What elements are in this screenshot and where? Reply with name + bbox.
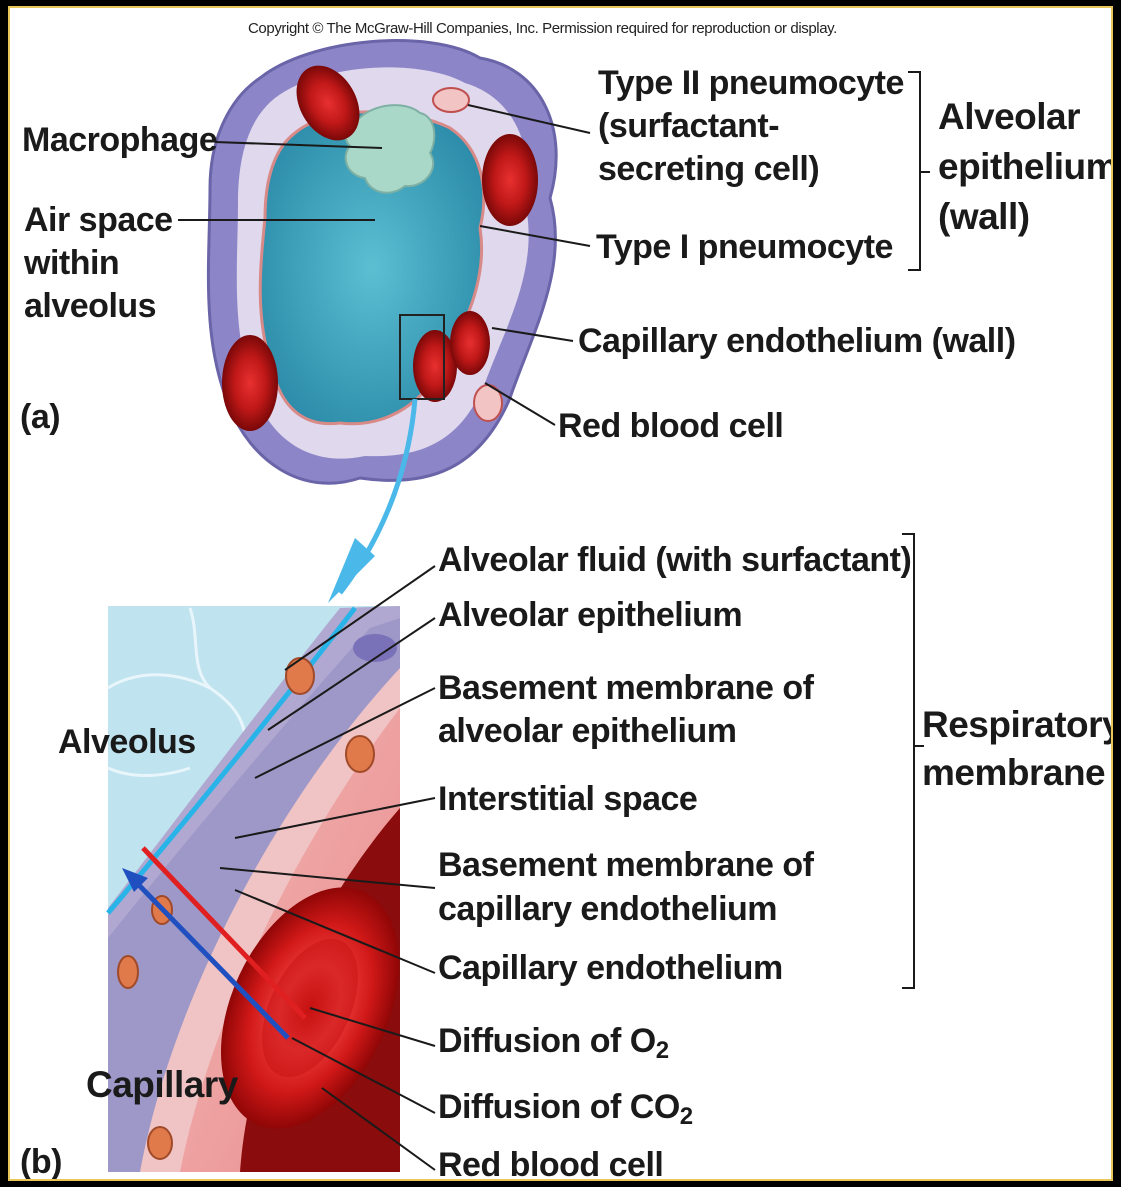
label-alveolar-group-1: Alveolar xyxy=(938,98,1080,135)
label-alveolar-group-3: (wall) xyxy=(938,198,1030,235)
label-alveolar-epithelium: Alveolar epithelium xyxy=(438,598,742,632)
label-bm-epi-1: Basement membrane of xyxy=(438,671,813,705)
label-type2-1: Type II pneumocyte xyxy=(598,66,904,100)
label-bm-epi-2: alveolar epithelium xyxy=(438,714,737,748)
label-bm-cap-2: capillary endothelium xyxy=(438,892,777,926)
label-type1: Type I pneumocyte xyxy=(596,230,893,264)
label-air-space-3: alveolus xyxy=(24,289,156,323)
panel-a-letter: (a) xyxy=(20,400,60,434)
label-capillary: Capillary xyxy=(86,1066,238,1103)
panel-b-letter: (b) xyxy=(20,1145,62,1179)
label-air-space-2: within xyxy=(24,246,119,280)
label-alveolar-group-2: epithelium xyxy=(938,148,1113,185)
label-capillary-endothelium: Capillary endothelium xyxy=(438,951,783,985)
label-respiratory-1: Respiratory xyxy=(922,706,1113,743)
label-diffusion-co2: Diffusion of CO2 xyxy=(438,1090,693,1129)
label-respiratory-2: membrane xyxy=(922,754,1105,791)
label-type2-2: (surfactant- xyxy=(598,109,779,143)
label-alveolar-fluid: Alveolar fluid (with surfactant) xyxy=(438,543,911,577)
label-capillary-endothelium-wall: Capillary endothelium (wall) xyxy=(578,324,1016,358)
label-type2-3: secreting cell) xyxy=(598,152,819,186)
label-air-space-1: Air space xyxy=(24,203,173,237)
label-macrophage: Macrophage xyxy=(22,123,217,157)
label-diffusion-o2: Diffusion of O2 xyxy=(438,1024,669,1063)
label-bm-cap-1: Basement membrane of xyxy=(438,848,813,882)
label-alveolus: Alveolus xyxy=(58,725,196,759)
respiratory-membrane-bracket xyxy=(902,534,924,988)
label-red-blood-cell-b: Red blood cell xyxy=(438,1148,663,1181)
label-red-blood-cell-a: Red blood cell xyxy=(558,409,783,443)
figure-canvas: Copyright © The McGraw-Hill Companies, I… xyxy=(8,6,1113,1181)
label-interstitial: Interstitial space xyxy=(438,782,697,816)
alveolar-epithelium-bracket xyxy=(908,72,930,270)
